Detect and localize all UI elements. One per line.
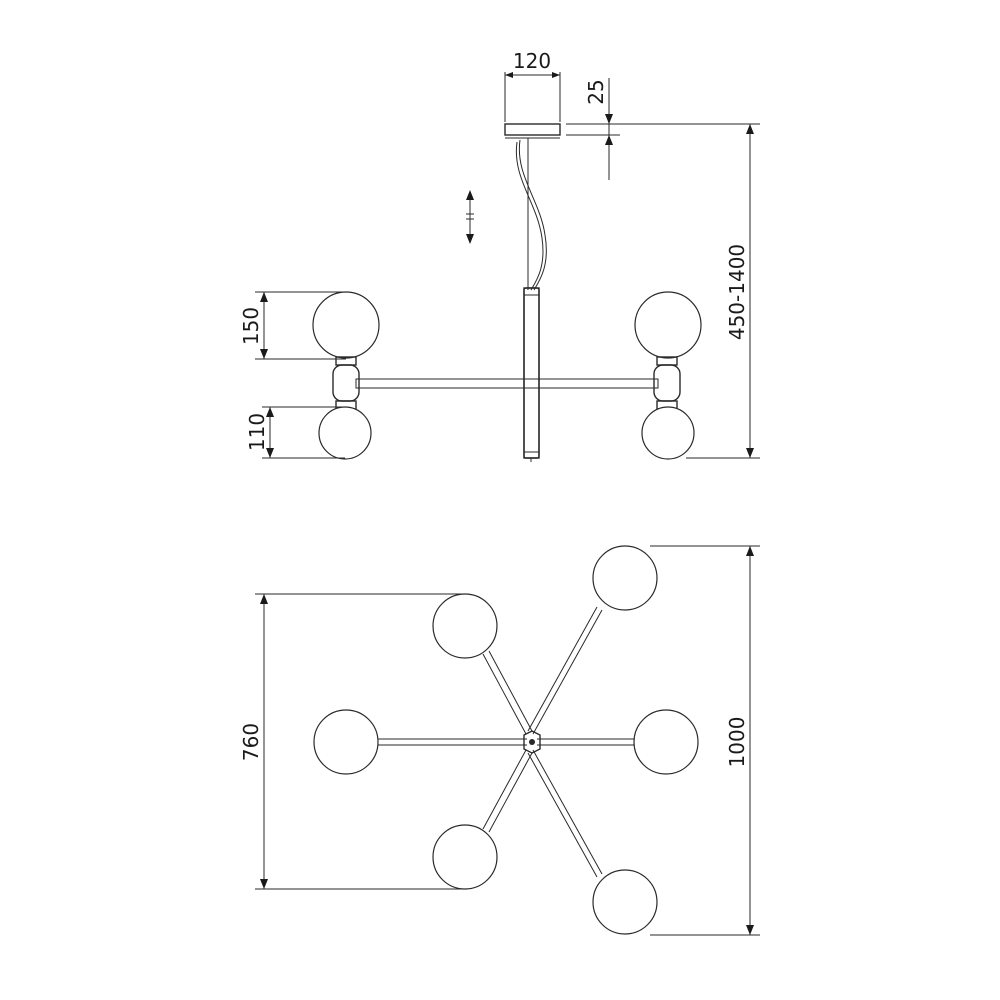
side-view: 120 25 450-1400 150	[239, 49, 760, 462]
top-globe-left	[313, 709, 379, 775]
dim-label-small-globe: 110	[245, 413, 269, 451]
left-large-globe	[312, 291, 380, 359]
top-globe-upper-right	[592, 545, 658, 611]
hub-center	[529, 739, 535, 745]
dim-top-depth: 1000	[650, 545, 760, 936]
adjustable-arrow-icon	[466, 190, 474, 244]
power-cable-2	[515, 141, 544, 291]
dim-label-top-depth: 1000	[725, 717, 749, 768]
central-hub	[523, 730, 541, 754]
dim-small-globe: 110	[245, 406, 345, 459]
dim-label-top-width: 760	[239, 723, 263, 761]
dim-canopy-width: 120	[504, 49, 561, 122]
dim-top-width: 760	[239, 593, 465, 890]
right-large-globe	[634, 291, 702, 359]
dim-label-overall-height: 450-1400	[725, 244, 749, 340]
dim-label-large-globe: 150	[239, 307, 263, 345]
top-globe-lower-right	[592, 869, 658, 935]
dim-overall-height: 450-1400	[686, 124, 760, 459]
top-globe-right	[633, 709, 699, 775]
dim-large-globe: 150	[239, 291, 346, 360]
dim-canopy-height: 25	[566, 78, 760, 180]
left-lamp-body	[332, 364, 360, 402]
horizontal-arm	[355, 378, 659, 389]
left-small-globe	[318, 406, 372, 460]
central-tube-front	[523, 287, 540, 459]
central-tube	[523, 287, 540, 459]
top-view: 760 1000	[239, 545, 760, 936]
power-cable	[518, 139, 547, 291]
canopy	[504, 123, 561, 136]
dim-label-canopy-height: 25	[584, 79, 608, 104]
top-globe-upper-left	[432, 593, 498, 659]
right-small-globe	[641, 406, 695, 460]
dim-label-canopy-width: 120	[513, 49, 551, 73]
top-globe-lower-left	[432, 824, 498, 890]
